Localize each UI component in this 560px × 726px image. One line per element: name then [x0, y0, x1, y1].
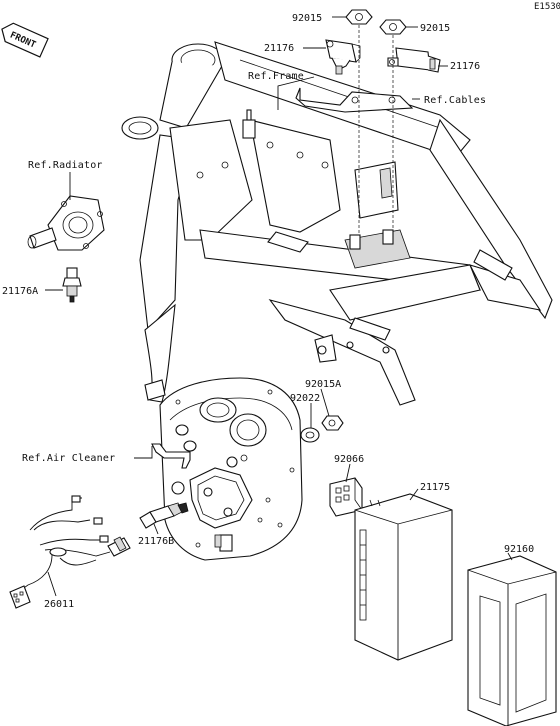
sensor-21176-left	[325, 39, 361, 75]
sensor-21176-right	[387, 47, 441, 73]
crankcase-cover	[151, 377, 303, 561]
radiator-cover	[27, 195, 105, 251]
leader-lines	[45, 16, 513, 597]
label-92066: 92066	[334, 454, 364, 465]
ecu-21175	[354, 493, 453, 661]
label-21176A: 21176A	[2, 286, 38, 297]
sensor-21176A	[62, 267, 82, 303]
cable-bracket	[295, 87, 414, 113]
label-92015-right: 92015	[420, 23, 450, 34]
washer-92022	[300, 427, 320, 443]
label-92015-left: 92015	[292, 13, 322, 24]
label-ref-radiator: Ref.Radiator	[28, 160, 103, 171]
nut-92015-right	[379, 19, 407, 35]
nut-92015-left	[345, 9, 373, 25]
nut-92015A	[321, 415, 344, 431]
label-92015A: 92015A	[305, 379, 341, 390]
label-ref-frame: Ref.Frame	[248, 71, 304, 82]
harness-26011	[9, 495, 131, 609]
sensor-21176B	[139, 502, 189, 529]
label-26011: 26011	[44, 599, 74, 610]
diagram-code: E1530	[534, 2, 560, 12]
label-21176-right: 21176	[450, 61, 480, 72]
case-92160	[467, 555, 557, 726]
label-ref-air-cleaner: Ref.Air Cleaner	[22, 453, 115, 464]
label-ref-cables: Ref.Cables	[424, 95, 486, 106]
label-92160: 92160	[504, 544, 534, 555]
frame-drawing	[121, 41, 553, 406]
front-arrow-icon: FRONT	[1, 22, 49, 58]
label-21175: 21175	[420, 482, 450, 493]
label-21176B: 21176B	[138, 536, 174, 547]
label-92022: 92022	[290, 393, 320, 404]
label-21176-left: 21176	[264, 43, 294, 54]
